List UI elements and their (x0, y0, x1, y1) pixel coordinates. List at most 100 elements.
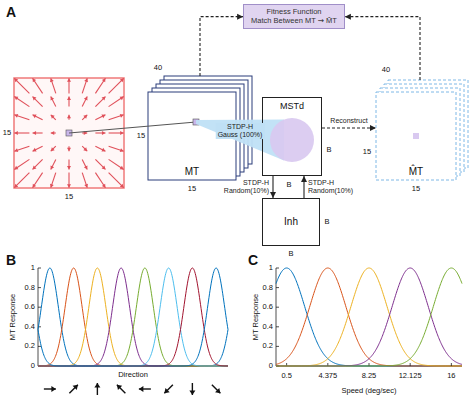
axis-title: MT Response (252, 294, 261, 341)
flow-vector-head (14, 148, 18, 152)
flow-vector-head (33, 97, 37, 101)
flow-vector-head (14, 114, 18, 118)
flow-vector (95, 115, 105, 120)
label-holder: 16 (447, 372, 455, 381)
flow-vector-head (102, 97, 106, 101)
label-holder: B (326, 146, 331, 155)
flow-vector (109, 159, 124, 169)
flow-vector-head (51, 115, 55, 119)
edge-label-holder: STDP-H Gauss (100%) (216, 123, 265, 139)
flow-vector-head (67, 78, 71, 82)
y-tick (38, 307, 41, 308)
flow-vector-head (84, 165, 88, 169)
tick-label: 0.4 (263, 322, 273, 331)
y-tick (276, 268, 279, 269)
mstd-population (270, 118, 314, 162)
node-text: M̂T (409, 166, 423, 178)
label-holder: 8.25 (362, 372, 377, 381)
size-label: B (326, 146, 331, 155)
flow-vector-head (120, 148, 124, 152)
edge-label-holder: Reconstruct (329, 117, 368, 125)
label-holder: 0 (269, 362, 273, 371)
label-holder: 0.6 (263, 303, 273, 312)
flow-vector-head (67, 115, 71, 119)
flow-vector (33, 115, 43, 120)
direction-arrowhead (117, 385, 122, 390)
flow-vector (109, 78, 124, 93)
tick-label: 0.2 (263, 342, 273, 351)
flow-vector-head (120, 78, 124, 82)
direction-arrows (44, 383, 220, 395)
label-holder: C (248, 252, 258, 268)
flow-vector (14, 173, 29, 188)
flow-vector-head (51, 165, 55, 169)
tuning-curve (276, 268, 462, 366)
connector (200, 14, 243, 76)
tuning-curve (38, 268, 228, 366)
flow-vector (51, 97, 56, 107)
axis-title: MT Response (9, 294, 18, 341)
panel-letter: B (6, 252, 16, 268)
connector (270, 176, 276, 198)
flow-vector-head (120, 131, 124, 135)
label-holder: 0 (31, 362, 35, 371)
flow-vector-head (33, 166, 37, 170)
y-tick (38, 346, 41, 347)
tuning-curve (38, 268, 228, 366)
label-holder: 1 (31, 264, 35, 273)
tuning-curve (38, 268, 228, 366)
connector (345, 14, 420, 80)
edge-label-holder: STDP-H Random(10%) (222, 179, 269, 195)
label-holder: 0.4 (263, 322, 273, 331)
flow-vector-head (83, 115, 87, 119)
arrowhead (370, 125, 376, 131)
flow-vector-head (84, 184, 88, 188)
mstd-box: MSTd (262, 97, 322, 176)
flow-vector (82, 78, 87, 93)
tuning-curve (276, 268, 462, 366)
flow-vector-head (33, 184, 37, 188)
flow-vector (14, 97, 29, 107)
connector (322, 125, 376, 131)
tuning-curve (38, 268, 228, 366)
axis-title: Speed (deg/sec) (341, 387, 396, 396)
label-holder: 12.125 (399, 372, 422, 381)
flow-vector (51, 115, 56, 120)
tick-label: 0.6 (25, 303, 35, 312)
label-holder: MT Response (252, 294, 261, 341)
direction-arrowhead (164, 388, 169, 393)
flow-vector-head (14, 166, 18, 170)
flow-vector (95, 146, 105, 151)
flow-vector (14, 115, 29, 120)
tuning-curve (38, 268, 228, 366)
tick-label: 16 (447, 372, 455, 381)
flow-vector-head (33, 115, 37, 119)
flow-vector (82, 159, 87, 169)
flow-vector-head (33, 148, 37, 152)
count-label: 40 (382, 66, 390, 75)
flow-vector-head (14, 78, 18, 82)
dimension-label: 15 (188, 185, 196, 194)
label-holder: 0.2 (263, 342, 273, 351)
flow-vector-head (67, 166, 71, 170)
label-holder: B (324, 218, 329, 227)
flow-vector (95, 78, 105, 93)
direction-arrowhead (139, 386, 144, 392)
flow-vector (95, 159, 105, 169)
flow-vector (109, 115, 124, 120)
flow-vector-head (33, 131, 37, 135)
label-holder: 15 (188, 185, 196, 194)
x-tick (451, 363, 452, 366)
flow-vector (82, 115, 87, 120)
flow-vector (14, 159, 29, 169)
flow-vector-head (120, 114, 124, 118)
label-holder: Direction (118, 371, 148, 380)
flow-vector-head (50, 78, 54, 82)
y-tick (276, 346, 279, 347)
size-label: B (324, 218, 329, 227)
flow-vector (82, 173, 87, 188)
edge-label: Reconstruct (329, 117, 368, 125)
flow-vector (33, 159, 43, 169)
connector-line (345, 17, 420, 80)
